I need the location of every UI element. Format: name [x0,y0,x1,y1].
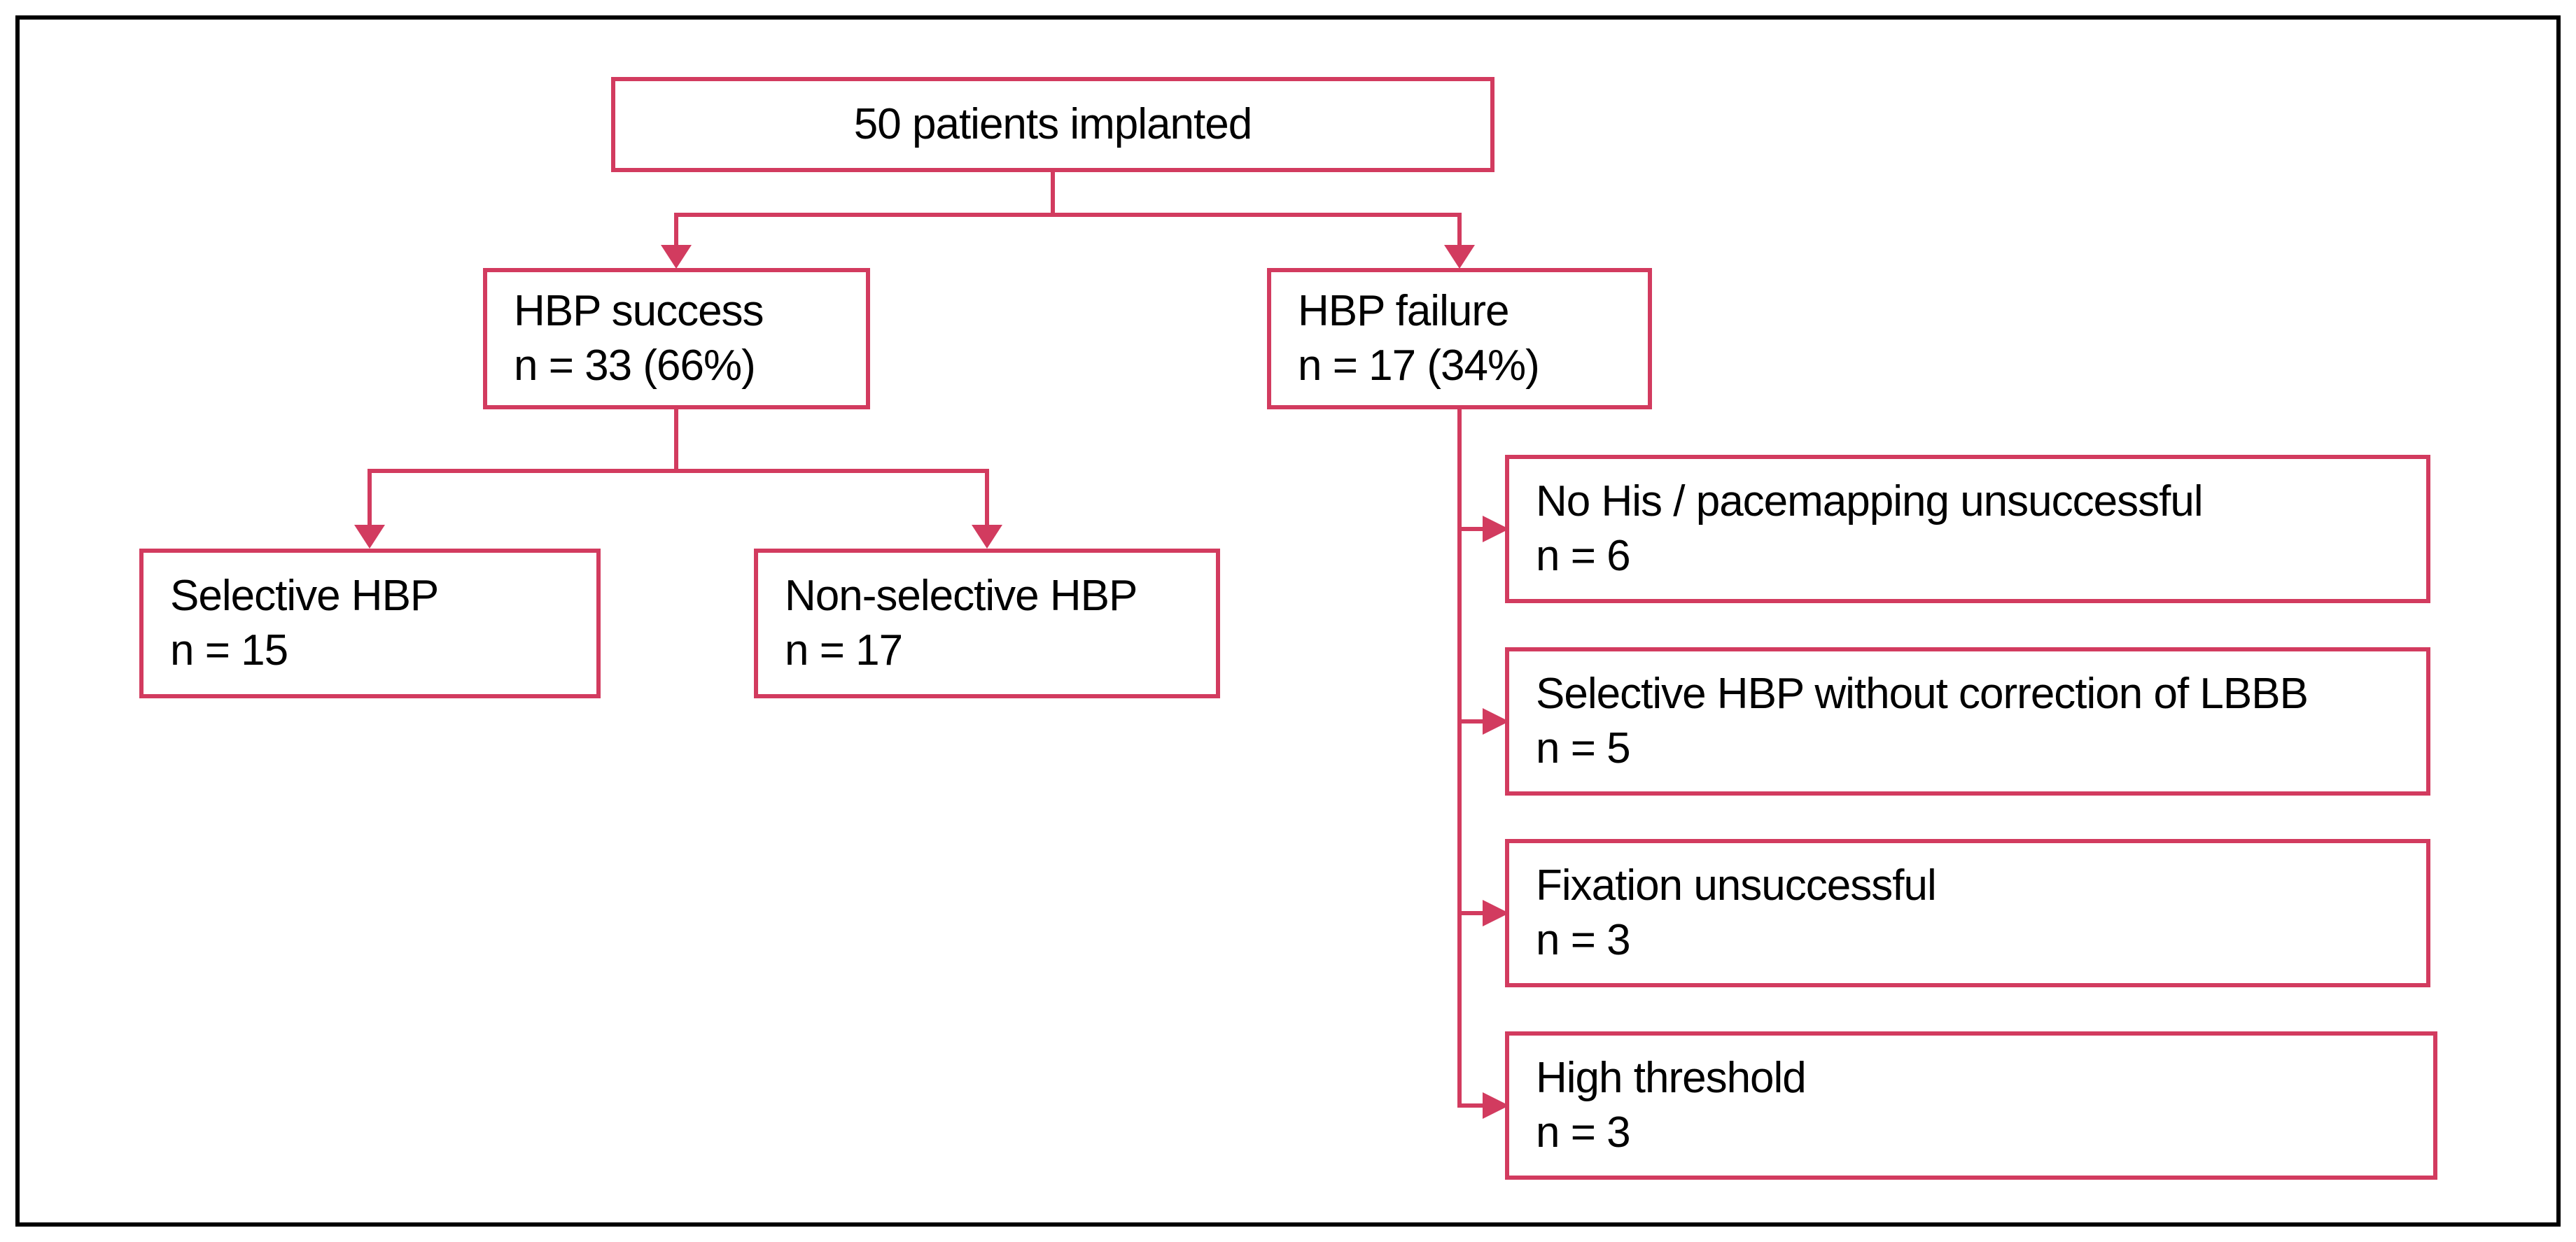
node-high-threshold: High threshold n = 3 [1505,1031,2437,1180]
connector-to-reason-3-shaft [1457,911,1483,915]
arrow-down-icon [661,245,692,269]
node-title: Non-selective HBP [785,572,1138,620]
node-count: n = 15 [170,626,288,675]
arrow-right-icon [1483,516,1509,542]
node-no-his-pacemapping: No His / pacemapping unsuccessful n = 6 [1505,455,2430,603]
connector-failure-trunk-vertical [1457,409,1462,1108]
connector-branch-top-horizontal [674,213,1462,217]
connector-success-vertical [674,409,678,473]
node-title: High threshold [1536,1054,1807,1102]
arrow-down-icon [1444,245,1475,269]
node-non-selective-hbp: Non-selective HBP n = 17 [754,549,1220,698]
connector-to-reason-1-shaft [1457,527,1483,531]
connector-branch-mid-horizontal [368,469,989,473]
arrow-right-icon [1483,1092,1509,1119]
arrow-right-icon [1483,900,1509,926]
connector-to-nonselective-shaft [985,469,989,525]
node-count: n = 5 [1536,724,1631,772]
node-count: n = 17 [785,626,903,675]
node-title: No His / pacemapping unsuccessful [1536,477,2204,525]
node-count: n = 3 [1536,1108,1631,1157]
connector-root-vertical [1051,171,1055,217]
node-hbp-success: HBP success n = 33 (66%) [483,268,870,409]
arrow-down-icon [972,525,1002,549]
node-selective-without-lbbb-correction: Selective HBP without correction of LBBB… [1505,647,2430,796]
node-selective-hbp: Selective HBP n = 15 [139,549,601,698]
connector-to-failure-shaft [1457,213,1462,245]
connector-to-selective-shaft [368,469,372,525]
arrow-down-icon [354,525,385,549]
node-patients-implanted: 50 patients implanted [611,77,1494,172]
node-hbp-failure: HBP failure n = 17 (34%) [1267,268,1652,409]
connector-to-reason-2-shaft [1457,719,1483,724]
node-count: n = 3 [1536,916,1631,964]
node-label: 50 patients implanted [853,100,1252,148]
node-fixation-unsuccessful: Fixation unsuccessful n = 3 [1505,839,2430,987]
figure-frame [15,15,2561,1227]
node-count: n = 33 (66%) [514,341,756,390]
node-title: HBP success [514,287,764,335]
node-title: Selective HBP without correction of LBBB [1536,670,2309,718]
node-title: Fixation unsuccessful [1536,861,1937,910]
node-title: HBP failure [1298,287,1509,335]
arrow-right-icon [1483,708,1509,735]
node-title: Selective HBP [170,572,439,620]
node-count: n = 6 [1536,532,1631,580]
connector-to-reason-4-shaft [1457,1103,1483,1108]
node-count: n = 17 (34%) [1298,341,1540,390]
connector-to-success-shaft [674,213,678,245]
